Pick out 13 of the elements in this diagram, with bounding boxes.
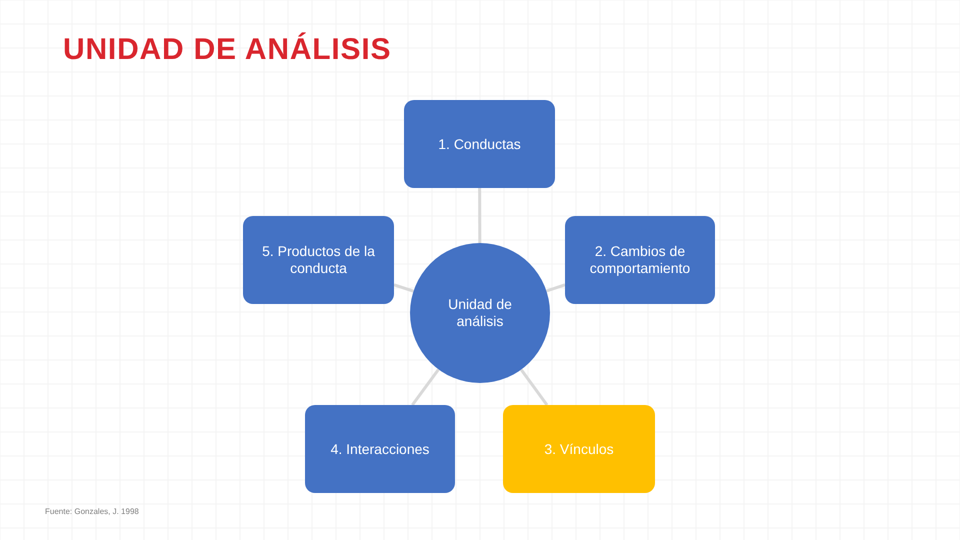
connector-line	[520, 368, 548, 406]
concept-box: 1. Conductas	[404, 100, 555, 188]
slide-title: UNIDAD DE ANÁLISIS	[63, 33, 392, 67]
concept-box: 3. Vínculos	[503, 405, 655, 493]
hub-circle: Unidad de análisis	[410, 243, 550, 383]
source-note: Fuente: Gonzales, J. 1998	[45, 507, 139, 516]
concept-box: 5. Productos de la conducta	[243, 216, 394, 304]
concept-box: 4. Interacciones	[305, 405, 455, 493]
connector-line	[478, 188, 482, 243]
connector-line	[411, 368, 440, 406]
connector-line	[394, 283, 414, 293]
connector-line	[546, 283, 566, 292]
concept-box: 2. Cambios de comportamiento	[565, 216, 715, 304]
